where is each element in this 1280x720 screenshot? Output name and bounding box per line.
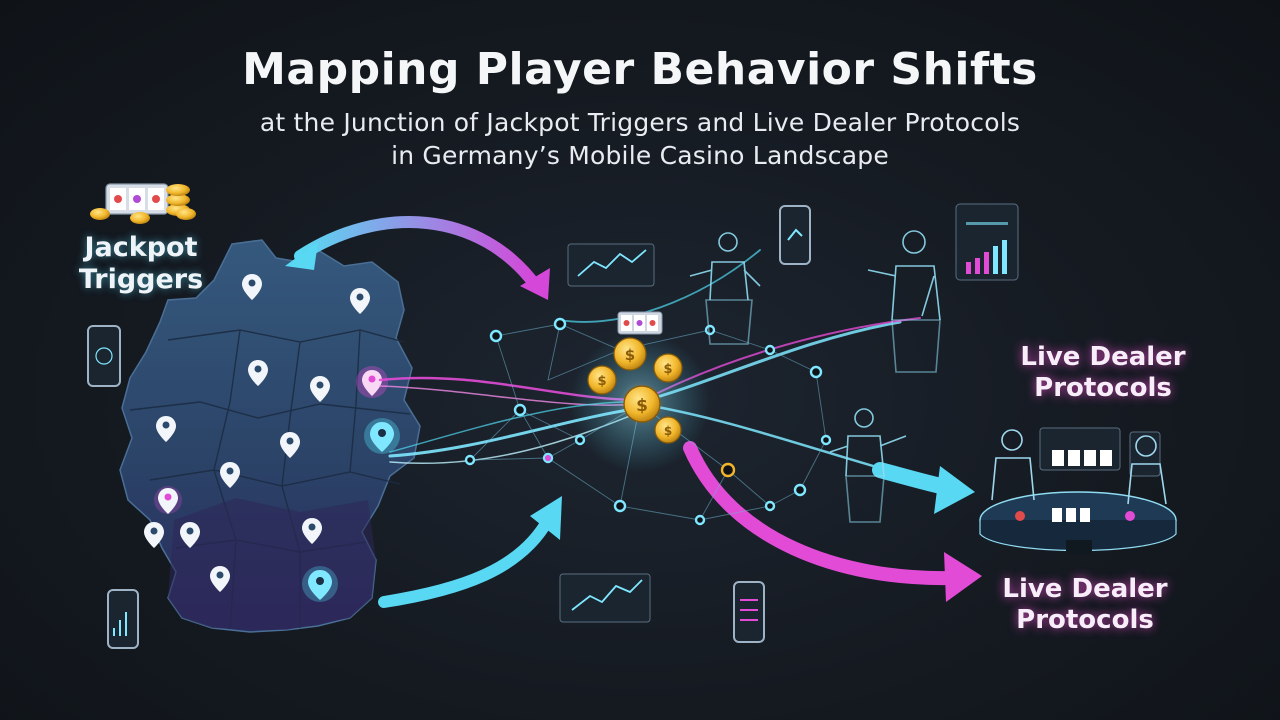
map-pin-icon [364, 418, 400, 454]
map-pins [144, 274, 400, 602]
label-live-dealer-top: Live Dealer Protocols [1020, 342, 1186, 404]
map-pin-icon [302, 566, 338, 602]
smartphone-icon [107, 589, 139, 649]
smartphone-icon [779, 205, 811, 265]
card-table-icon [979, 427, 1177, 554]
map-pin-icon [310, 376, 330, 402]
arrow-right-magenta [683, 441, 982, 602]
map-pin-icon [220, 462, 240, 488]
hologram-person-icon [829, 408, 907, 523]
map-pin-icon [156, 416, 176, 442]
map-pin-icon [242, 274, 262, 300]
jackpot-slot-machine [90, 183, 196, 224]
subtitle-line-1: at the Junction of Jackpot Triggers and … [259, 108, 1021, 137]
hologram-person-icon [867, 230, 941, 373]
live-dealer-table [979, 427, 1177, 554]
hologram-person-icon [1127, 435, 1167, 505]
bar-chart-icon [955, 203, 1019, 281]
arrow-right-cyan [872, 462, 975, 514]
map-pin-icon [280, 432, 300, 458]
map-pin-icon [144, 522, 164, 548]
smartphone-icon [733, 581, 765, 643]
label-live-dealer-bottom: Live Dealer Protocols [1002, 574, 1168, 636]
smartphone-icon [87, 325, 121, 387]
map-pin-icon [350, 288, 370, 314]
svg-text:$: $ [663, 362, 672, 377]
map-pin-icon [154, 486, 182, 514]
svg-text:$: $ [597, 374, 606, 389]
slot-machine-icon [105, 183, 169, 215]
map-pin-icon [356, 366, 388, 398]
chart-panels [559, 203, 1019, 623]
line-chart-icon [559, 573, 651, 623]
map-pin-icon [210, 566, 230, 592]
gold-coins-icon: $ $ $ $ $ [587, 337, 683, 444]
svg-text:$: $ [636, 396, 648, 416]
central-hub: $ $ $ $ $ [570, 311, 710, 472]
hologram-person-icon [689, 232, 761, 345]
page-title: Mapping Player Behavior Shifts [242, 44, 1038, 95]
map-pin-icon [180, 522, 200, 548]
svg-text:$: $ [664, 424, 672, 438]
subtitle-line-2: in Germany’s Mobile Casino Landscape [391, 141, 889, 170]
hologram-person-icon [991, 429, 1035, 501]
arrow-top [285, 216, 550, 300]
hologram-people [689, 230, 941, 523]
slot-machine-icon [617, 311, 663, 335]
label-jackpot-triggers: Jackpot Triggers [78, 232, 204, 296]
svg-text:$: $ [625, 346, 635, 364]
map-pin-icon [248, 360, 268, 386]
gold-coins-icon [90, 184, 196, 224]
line-chart-icon [567, 243, 655, 287]
smartphones [87, 205, 811, 649]
map-pin-icon [302, 518, 322, 544]
arrow-bottom-left [378, 496, 562, 608]
